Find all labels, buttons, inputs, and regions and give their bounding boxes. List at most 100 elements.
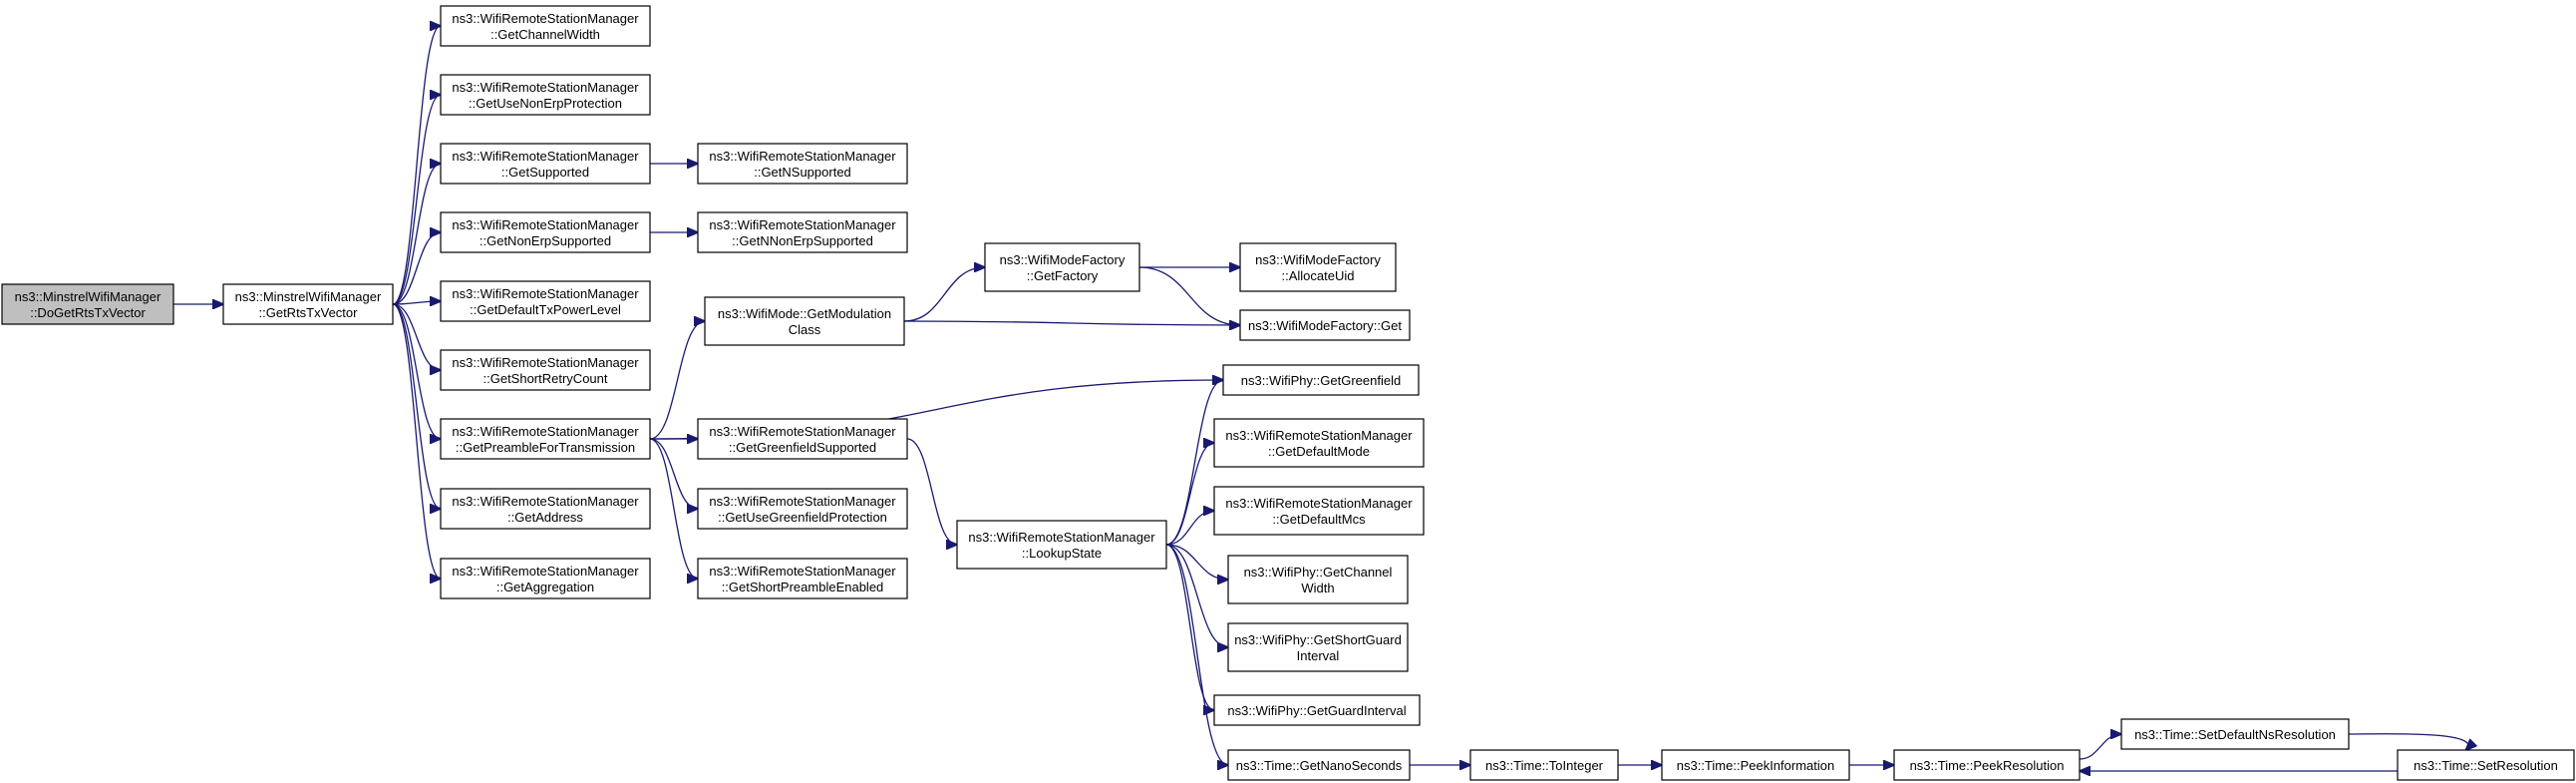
node-box — [440, 280, 651, 322]
node-ns3-time-peekresolution[interactable]: ns3::Time::PeekResolution — [1893, 749, 2081, 781]
node-label: ::GetUseNonErpProtection — [469, 96, 622, 111]
node-label: ::DoGetRtsTxVector — [30, 305, 146, 320]
node-label: ns3::WifiRemoteStationManager — [1225, 428, 1413, 443]
node-ns3-wifimodefactory-get[interactable]: ns3::WifiModeFactory::Get — [1239, 309, 1411, 341]
node-box — [704, 296, 905, 346]
node-ns3-wifiremotestationmanager-getusegreenfieldprotection[interactable]: ns3::WifiRemoteStationManager::GetUseGre… — [697, 488, 908, 530]
node-ns3-wifiremotestationmanager-getnsupported[interactable]: ns3::WifiRemoteStationManager::GetNSuppo… — [697, 143, 908, 185]
node-ns3-time-getnanoseconds[interactable]: ns3::Time::GetNanoSeconds — [1227, 749, 1411, 781]
node-label: ns3::WifiRemoteStationManager — [709, 217, 896, 232]
node-label: ::GetFactory — [1027, 268, 1099, 283]
node-box — [440, 143, 651, 185]
node-label: ::GetNNonErpSupported — [732, 233, 873, 248]
edge-n1-n11 — [392, 303, 441, 509]
node-label: ns3::WifiRemoteStationManager — [452, 80, 639, 95]
node-label: ns3::WifiRemoteStationManager — [709, 494, 896, 509]
node-label: ns3::WifiRemoteStationManager — [452, 217, 639, 232]
node-ns3-time-setdefaultnsresolution[interactable]: ns3::Time::SetDefaultNsResolution — [2120, 718, 2350, 750]
node-ns3-minstrelwifimanager-dogetrtstxvector[interactable]: ns3::MinstrelWifiManager::DoGetRtsTxVect… — [1, 283, 174, 325]
node-label: ns3::MinstrelWifiManager — [235, 289, 382, 304]
node-label: ::GetPreambleForTransmission — [456, 440, 635, 455]
node-ns3-wifiremotestationmanager-getnnonerpsupported[interactable]: ns3::WifiRemoteStationManager::GetNNonEr… — [697, 211, 908, 253]
node-ns3-wifiremotestationmanager-getaggregation[interactable]: ns3::WifiRemoteStationManager::GetAggreg… — [440, 558, 651, 599]
node-ns3-wifiremotestationmanager-getpreamblefortransmission[interactable]: ns3::WifiRemoteStationManager::GetPreamb… — [440, 418, 651, 460]
node-box — [440, 488, 651, 530]
node-ns3-time-peekinformation[interactable]: ns3::Time::PeekInformation — [1661, 749, 1850, 781]
node-ns3-wifiphy-getgreenfield[interactable]: ns3::WifiPhy::GetGreenfield — [1222, 364, 1420, 396]
node-label: ns3::WifiModeFactory::Get — [1248, 318, 1402, 333]
node-label: ns3::WifiModeFactory — [1000, 252, 1126, 267]
node-ns3-wifiremotestationmanager-getusenonerpprotection[interactable]: ns3::WifiRemoteStationManager::GetUseNon… — [440, 74, 651, 116]
edge-n1-n8 — [392, 301, 441, 304]
node-label: ns3::WifiRemoteStationManager — [452, 149, 639, 164]
edges-layer — [173, 26, 2468, 771]
edge-n10-n20 — [649, 438, 698, 579]
node-label: ::GetDefaultTxPowerLevel — [470, 302, 621, 317]
node-ns3-wifiremotestationmanager-getdefaultmode[interactable]: ns3::WifiRemoteStationManager::GetDefaul… — [1213, 418, 1425, 468]
node-box — [2397, 749, 2575, 781]
node-ns3-wifiphy-getchannelwidth[interactable]: ns3::WifiPhy::GetChannelWidth — [1227, 555, 1409, 604]
node-box — [440, 5, 651, 47]
node-label: ns3::Time::ToInteger — [1485, 758, 1604, 773]
edge-n1-n6 — [392, 232, 441, 305]
node-label: ::GetDefaultMcs — [1272, 512, 1366, 527]
node-ns3-wifimodefactory-allocateuid[interactable]: ns3::WifiModeFactory::AllocateUid — [1239, 242, 1397, 292]
node-ns3-minstrelwifimanager-getrtstxvector[interactable]: ns3::MinstrelWifiManager::GetRtsTxVector — [222, 283, 394, 325]
edge-n13-n14 — [903, 267, 985, 322]
node-ns3-wifiremotestationmanager-getdefaultmcs[interactable]: ns3::WifiRemoteStationManager::GetDefaul… — [1213, 486, 1425, 536]
edge-n21-n25 — [1165, 544, 1228, 647]
node-label: ::LookupState — [1022, 546, 1102, 561]
node-label: ::GetNonErpSupported — [480, 233, 611, 248]
node-box — [1661, 749, 1850, 781]
node-box — [1213, 694, 1421, 726]
node-box — [440, 558, 651, 599]
edge-n1-n9 — [392, 303, 441, 370]
node-box — [2120, 718, 2350, 750]
edge-n1-n4 — [392, 164, 441, 305]
node-box — [1469, 749, 1619, 781]
node-box — [440, 418, 651, 460]
node-box — [1893, 749, 2081, 781]
node-ns3-wifimodefactory-getfactory[interactable]: ns3::WifiModeFactory::GetFactory — [984, 242, 1140, 292]
edge-n30-n31 — [2079, 734, 2121, 760]
node-ns3-time-tointeger[interactable]: ns3::Time::ToInteger — [1469, 749, 1619, 781]
node-label: ns3::WifiRemoteStationManager — [709, 149, 896, 164]
node-label: ns3::WifiRemoteStationManager — [709, 424, 896, 439]
node-ns3-wifiremotestationmanager-getshortpreambleenabled[interactable]: ns3::WifiRemoteStationManager::GetShortP… — [697, 558, 908, 599]
node-ns3-wifiremotestationmanager-getaddress[interactable]: ns3::WifiRemoteStationManager::GetAddres… — [440, 488, 651, 530]
edge-n21-n22 — [1165, 443, 1214, 546]
edge-n21-n24 — [1165, 544, 1228, 580]
node-label: ns3::Time::GetNanoSeconds — [1236, 758, 1403, 773]
node-label: ns3::WifiRemoteStationManager — [968, 530, 1155, 545]
node-box — [440, 74, 651, 116]
node-ns3-wifiremotestationmanager-getdefaulttxpowerlevel[interactable]: ns3::WifiRemoteStationManager::GetDefaul… — [440, 280, 651, 322]
node-label: ns3::Time::PeekInformation — [1677, 758, 1834, 773]
node-label: ns3::WifiPhy::GetChannel — [1244, 565, 1393, 580]
node-ns3-wifiremotestationmanager-lookupstate[interactable]: ns3::WifiRemoteStationManager::LookupSta… — [956, 520, 1167, 570]
node-label: ns3::Time::SetResolution — [2414, 758, 2558, 773]
edge-n18-n21 — [906, 438, 957, 545]
node-label: ns3::WifiPhy::GetGreenfield — [1241, 373, 1401, 388]
edge-n1-n2 — [392, 26, 441, 305]
edge-n10-n13 — [649, 321, 705, 440]
node-ns3-wifiremotestationmanager-getshortretrycount[interactable]: ns3::WifiRemoteStationManager::GetShortR… — [440, 349, 651, 391]
node-box — [440, 211, 651, 253]
node-ns3-wifiphy-getguardinterval[interactable]: ns3::WifiPhy::GetGuardInterval — [1213, 694, 1421, 726]
node-ns3-wifiremotestationmanager-getgreenfieldsupported[interactable]: ns3::WifiRemoteStationManager::GetGreenf… — [697, 418, 908, 460]
node-ns3-wifiremotestationmanager-getchannelwidth[interactable]: ns3::WifiRemoteStationManager::GetChanne… — [440, 5, 651, 47]
node-ns3-wifiremotestationmanager-getsupported[interactable]: ns3::WifiRemoteStationManager::GetSuppor… — [440, 143, 651, 185]
node-box — [1213, 418, 1425, 468]
node-label: ns3::WifiRemoteStationManager — [709, 564, 896, 579]
node-ns3-time-setresolution[interactable]: ns3::Time::SetResolution — [2397, 749, 2575, 781]
node-label: Width — [1301, 581, 1334, 595]
node-ns3-wifiremotestationmanager-getnonerpsupported[interactable]: ns3::WifiRemoteStationManager::GetNonErp… — [440, 211, 651, 253]
node-label: Class — [789, 322, 821, 337]
node-box — [222, 283, 394, 325]
edge-n21-n23 — [1165, 511, 1214, 546]
node-label: ns3::WifiRemoteStationManager — [452, 286, 639, 301]
node-label: ns3::WifiRemoteStationManager — [452, 564, 639, 579]
node-label: ns3::WifiPhy::GetGuardInterval — [1227, 703, 1406, 718]
